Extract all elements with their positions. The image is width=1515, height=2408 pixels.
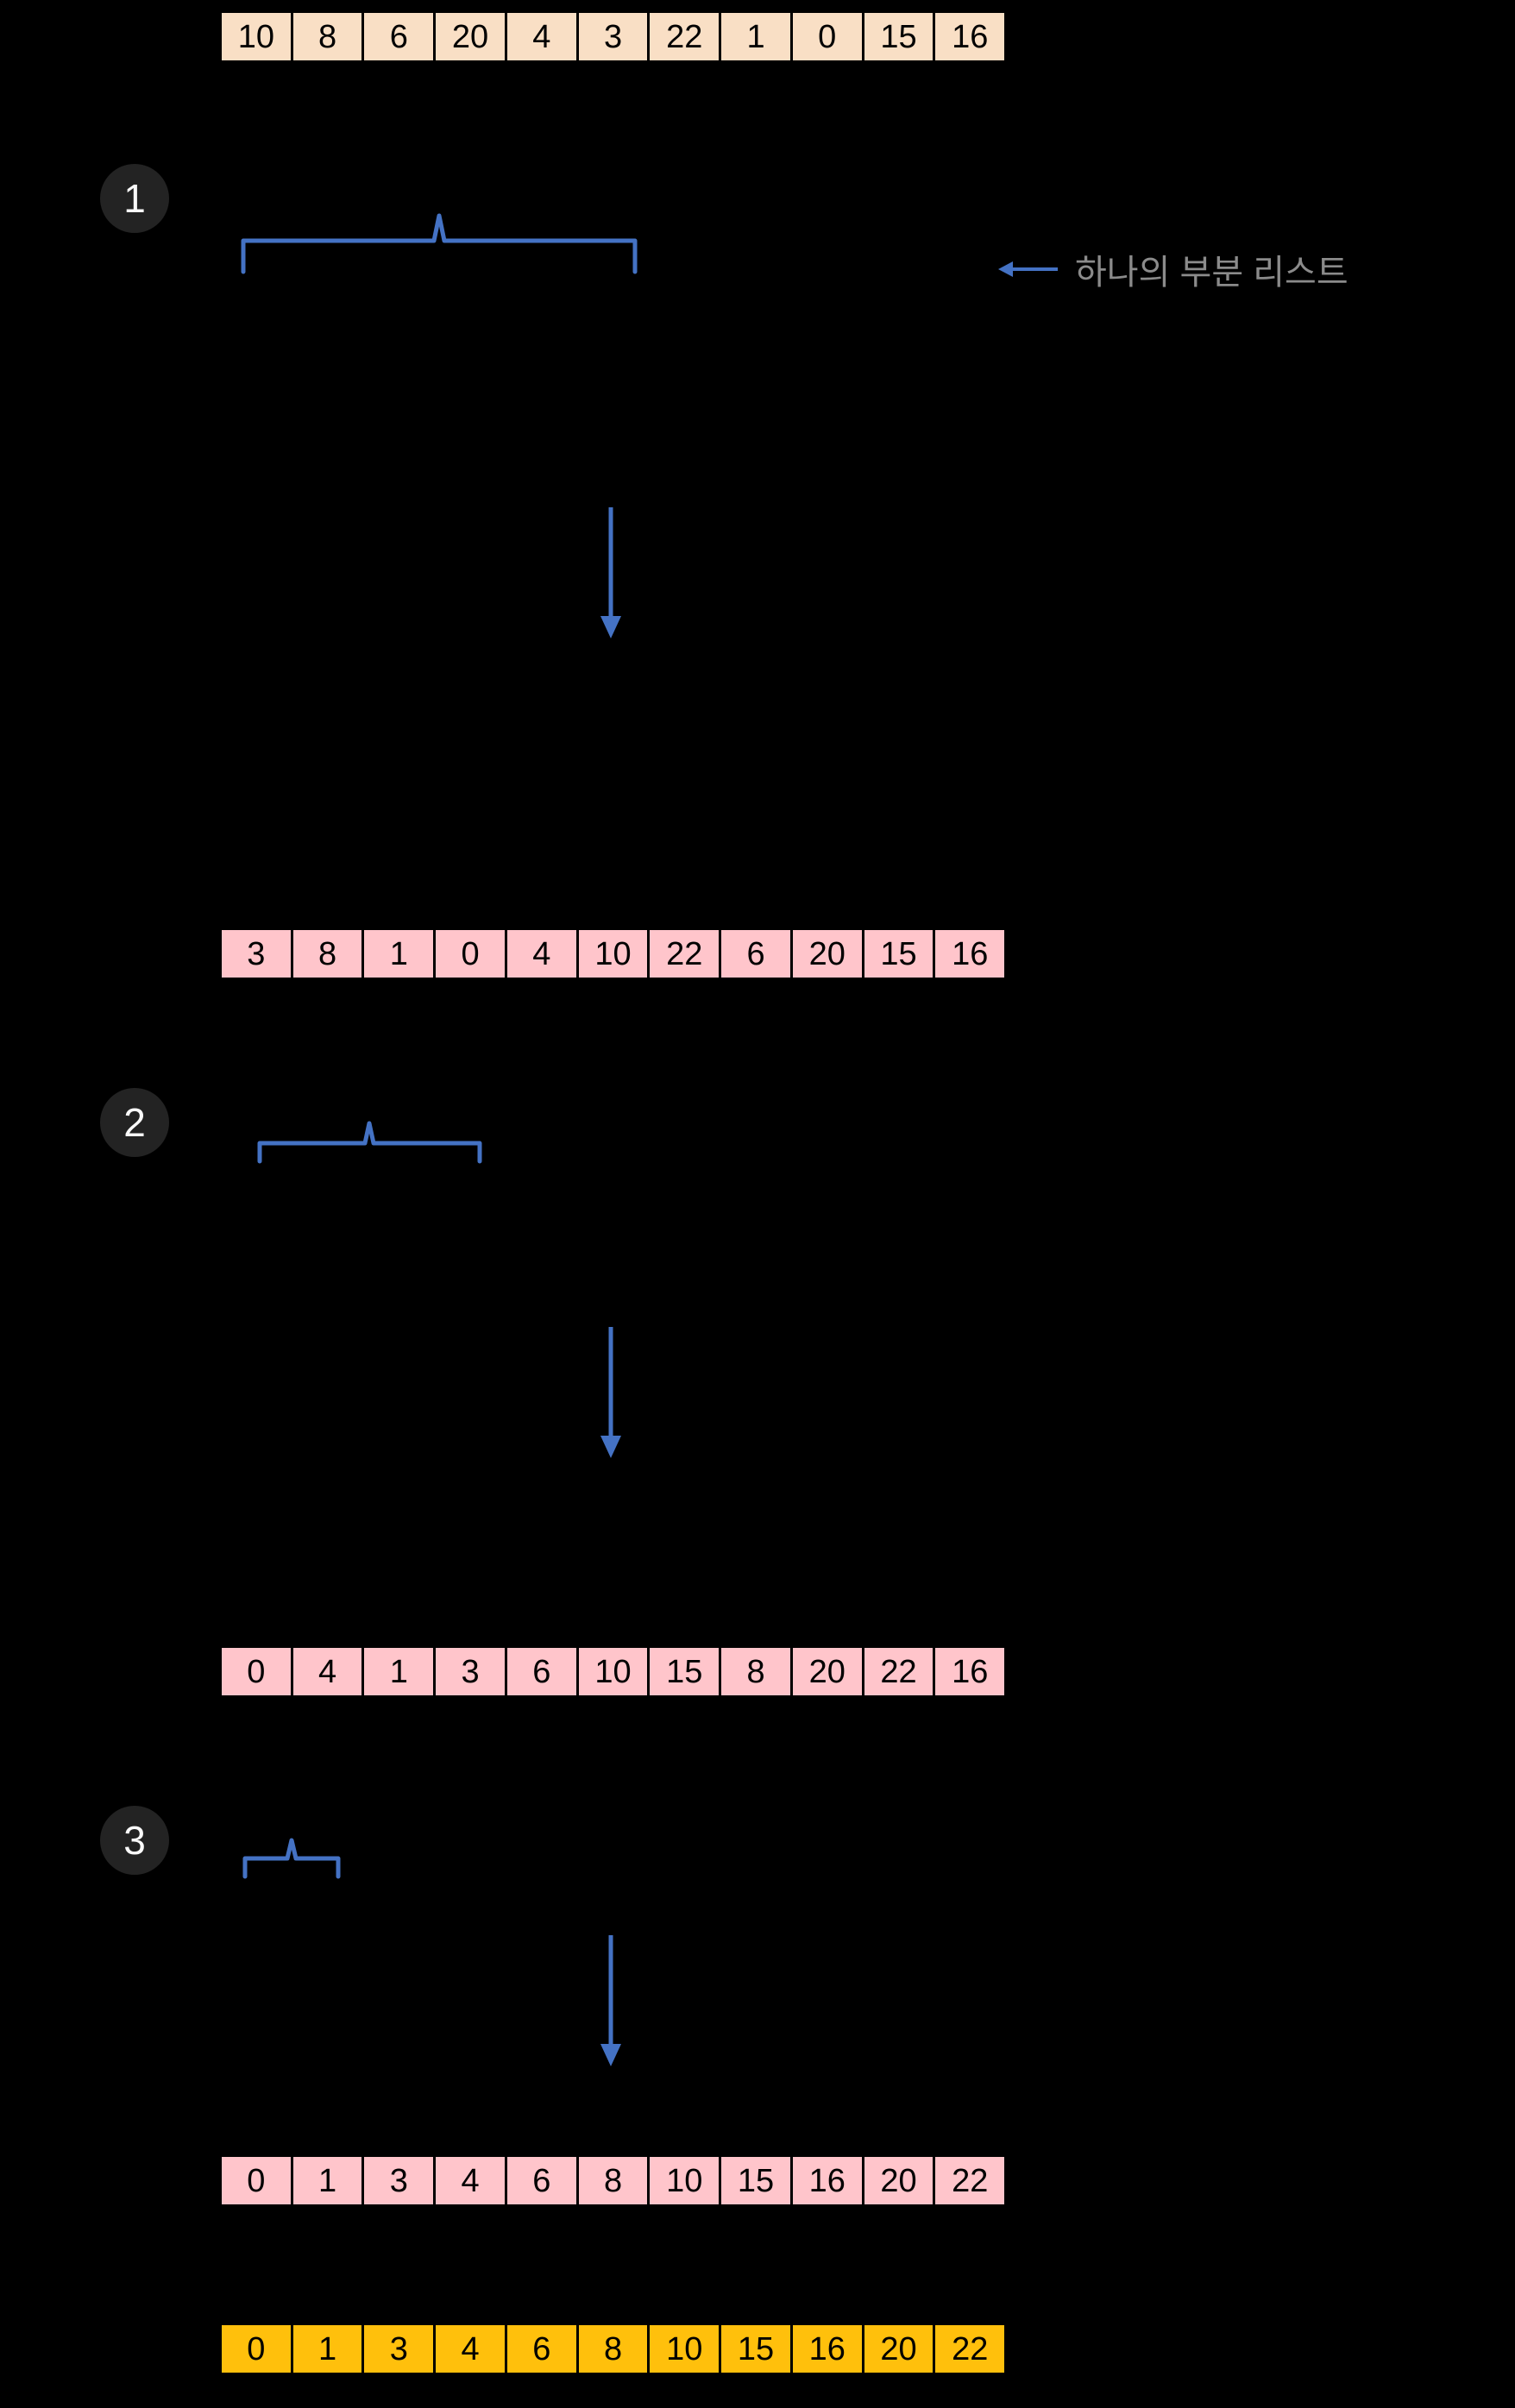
- array-cell: 22: [650, 930, 722, 978]
- array-cell: 6: [506, 2157, 579, 2204]
- array-cell: 22: [864, 1648, 936, 1695]
- sublist-brace-2: [257, 1121, 482, 1164]
- step-2-label: 2: [123, 1100, 146, 1145]
- array-cell: 0: [436, 930, 507, 978]
- array-cell: 10: [578, 1648, 651, 1695]
- array-cell: 22: [935, 2325, 1005, 2373]
- array-cell: 6: [721, 930, 793, 978]
- array-cell: 1: [364, 930, 437, 978]
- array-cell: 3: [222, 930, 293, 978]
- array-cell: 15: [721, 2157, 793, 2204]
- array-cell: 10: [650, 2325, 722, 2373]
- step-1-label: 1: [123, 176, 146, 221]
- array-cell: 0: [222, 1648, 293, 1695]
- array-cell: 8: [721, 1648, 793, 1695]
- array-cell: 6: [364, 13, 437, 60]
- step-2-badge: 2: [100, 1088, 169, 1157]
- array-cell: 4: [506, 13, 579, 60]
- array-cell: 15: [864, 930, 936, 978]
- array-cell: 4: [436, 2157, 507, 2204]
- annotation-text: 하나의 부분 리스트: [1075, 254, 1348, 292]
- step-1-badge: 1: [100, 164, 169, 233]
- array-cell: 16: [792, 2157, 864, 2204]
- array-cell: 10: [578, 930, 651, 978]
- array-cell: 8: [292, 930, 365, 978]
- array-cell: 8: [578, 2157, 651, 2204]
- sublist-brace-3: [242, 1838, 341, 1879]
- down-arrow-2: [600, 1327, 621, 1458]
- array-cell: 3: [364, 2325, 437, 2373]
- array-cell: 1: [721, 13, 793, 60]
- down-arrow-1: [600, 507, 621, 638]
- array-cell: 16: [935, 930, 1005, 978]
- array-cell: 3: [364, 2157, 437, 2204]
- array-cell: 0: [222, 2157, 293, 2204]
- array-cell: 10: [650, 2157, 722, 2204]
- array-cell: 20: [864, 2325, 936, 2373]
- array-cell: 8: [578, 2325, 651, 2373]
- down-arrow-3: [600, 1935, 621, 2066]
- array-cell: 22: [935, 2157, 1005, 2204]
- array-cell: 16: [935, 13, 1005, 60]
- array-cell: 4: [292, 1648, 365, 1695]
- array-cell: 1: [292, 2325, 365, 2373]
- array-cell: 4: [506, 930, 579, 978]
- step-3-badge: 3: [100, 1806, 169, 1875]
- array-cell: 0: [792, 13, 864, 60]
- array-cell: 22: [650, 13, 722, 60]
- array-cell: 4: [436, 2325, 507, 2373]
- array-cell: 16: [792, 2325, 864, 2373]
- array-cell: 8: [292, 13, 365, 60]
- array-cell: 20: [792, 1648, 864, 1695]
- array-cell: 1: [292, 2157, 365, 2204]
- left-arrow-icon: [998, 261, 1058, 277]
- array-cell: 1: [364, 1648, 437, 1695]
- array-cell: 16: [935, 1648, 1005, 1695]
- array-cell: 6: [506, 1648, 579, 1695]
- array-cell: 20: [436, 13, 507, 60]
- array-cell: 3: [436, 1648, 507, 1695]
- array-cell: 10: [222, 13, 293, 60]
- array-cell: 15: [721, 2325, 793, 2373]
- array-cell: 6: [506, 2325, 579, 2373]
- sublist-brace-1: [241, 213, 638, 274]
- step-3-label: 3: [123, 1818, 146, 1863]
- sublist-annotation: 하나의 부분 리스트: [997, 245, 1348, 293]
- array-cell: 20: [792, 930, 864, 978]
- array-cell: 3: [578, 13, 651, 60]
- array-cell: 15: [650, 1648, 722, 1695]
- array-cell: 0: [222, 2325, 293, 2373]
- array-cell: 15: [864, 13, 936, 60]
- array-cell: 20: [864, 2157, 936, 2204]
